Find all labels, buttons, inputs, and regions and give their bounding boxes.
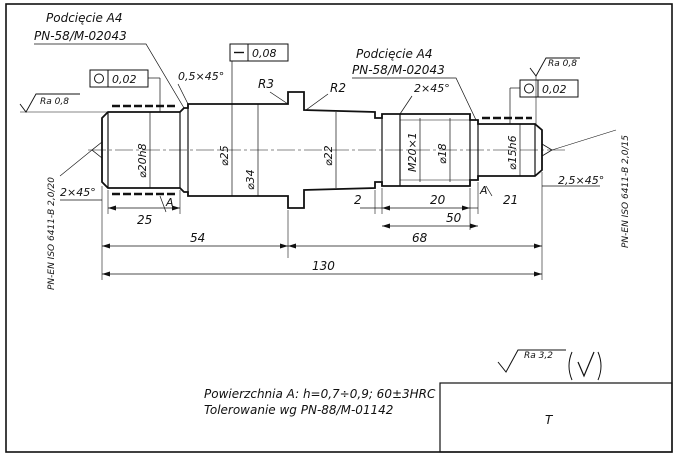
runout-left-value: 0,02 [112, 73, 137, 86]
runout-tolerance-frame-left: 0,02 [89, 69, 161, 112]
drawing-frame [5, 3, 673, 453]
title-block [439, 382, 673, 453]
dim-dia-34: ⌀34 [244, 169, 257, 190]
dim-2: 2 [354, 193, 362, 207]
dim-thread-m20: M20×1 [406, 132, 419, 172]
undercut-left-standard: PN-58/M-02043 [34, 29, 127, 43]
horizontal-dimension-lines [60, 185, 600, 275]
radius-r3: R3 [258, 77, 274, 91]
surface-a-leader-right [485, 185, 493, 197]
bracket-close [597, 351, 602, 381]
roughness-right: Ra 0,8 [529, 57, 580, 124]
circular-runout-icon [524, 83, 534, 94]
straightness-tolerance-frame: 0,08 [229, 43, 289, 104]
roughness-icon [497, 349, 566, 373]
note-surface-a: Powierzchnia A: h=0,7÷0,9; 60±3HRC [204, 387, 436, 401]
dimension-arrows [102, 205, 542, 277]
roughness-icon [19, 93, 80, 113]
dim-50: 50 [446, 211, 462, 225]
general-roughness: Ra 3,2 [497, 349, 602, 381]
circular-runout-icon [94, 73, 104, 84]
dim-54: 54 [190, 231, 205, 245]
straightness-value: 0,08 [252, 47, 277, 60]
dim-dia-18: ⌀18 [436, 143, 449, 164]
runout-tolerance-frame-right: 0,02 [509, 79, 579, 124]
roughness-icon [529, 57, 580, 77]
undercut-left-title: Podcięcie A4 [46, 11, 122, 25]
dim-25: 25 [137, 213, 152, 227]
surface-a-right: A [479, 184, 488, 197]
dim-dia-15: ⌀15h6 [506, 135, 519, 170]
undercut-left-leader [34, 43, 185, 109]
roughness-right-label: Ra 0,8 [548, 59, 577, 69]
extension-lines [101, 172, 543, 280]
chamfer-2x45-left: 2×45° [60, 186, 96, 199]
chamfer-2x45-right: 2×45° [414, 82, 450, 95]
undercut-right-leader [352, 77, 477, 121]
surface-a-leader-left [159, 195, 167, 213]
dim-dia-22: ⌀22 [322, 145, 335, 166]
dim-68: 68 [412, 231, 428, 245]
dim-20: 20 [430, 193, 446, 207]
check-mark-icon [577, 351, 595, 378]
diameter-dimension-lines [149, 104, 521, 196]
dim-dia-25: ⌀25 [218, 145, 231, 166]
dim-dia-20: ⌀20h8 [136, 143, 149, 178]
runout-right-value: 0,02 [542, 83, 567, 96]
dim-130: 130 [312, 259, 335, 273]
roughness-left-label: Ra 0,8 [40, 97, 69, 107]
roughness-general-label: Ra 3,2 [524, 351, 553, 361]
chamfer-0-5x45: 0,5×45° [178, 70, 224, 83]
undercut-right-standard: PN-58/M-02043 [352, 63, 445, 77]
surface-a-left: A [165, 196, 174, 209]
radius-r2: R2 [330, 81, 346, 95]
note-tolerancing: Tolerowanie wg PN-88/M-01142 [204, 403, 393, 417]
roughness-left: Ra 0,8 [19, 93, 108, 113]
bracket-open [568, 351, 573, 381]
chamfer-2-5x45: 2,5×45° [558, 174, 604, 187]
center-hole-right-standard: PN-EN ISO 6411-B 2,0/15 [621, 135, 631, 248]
shoulder-lines [107, 104, 536, 196]
shaft-outline [101, 91, 543, 209]
dim-21: 21 [503, 193, 518, 207]
title-block-text: T [545, 413, 554, 427]
undercut-right-title: Podcięcie A4 [356, 47, 432, 61]
center-hole-left-standard: PN-EN ISO 6411-B 2,0/20 [47, 177, 57, 290]
